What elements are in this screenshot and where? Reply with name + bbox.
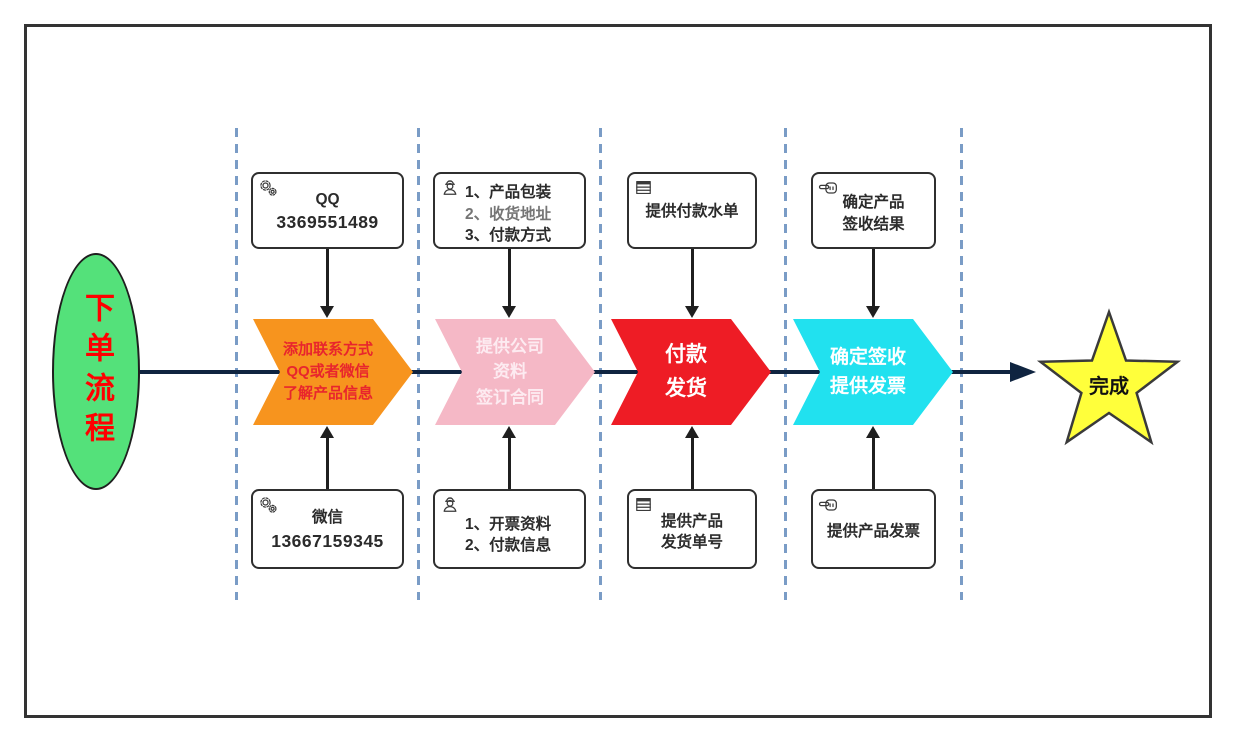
chevron-label-line: 发货 [665, 377, 707, 400]
arrowhead-up-icon [502, 426, 516, 438]
step1-top-box: QQ 3369551489 [251, 172, 404, 249]
connector-line [691, 438, 694, 489]
box-line: 提供产品发票 [826, 523, 920, 541]
chevron-label-line: 了解产品信息 [282, 384, 373, 402]
arrowhead-down-icon [502, 306, 516, 318]
lane-divider [599, 128, 602, 600]
step2-bottom-box: 1、开票资料 2、付款信息 [433, 489, 586, 569]
connector-line [326, 249, 329, 307]
arrowhead-down-icon [320, 306, 334, 318]
chevron-label-line: QQ或者微信 [286, 363, 370, 381]
worker-icon [440, 495, 460, 520]
lane-divider [960, 128, 963, 600]
arrowhead-up-icon [685, 426, 699, 438]
gears-icon [258, 495, 278, 520]
box-line: QQ [315, 190, 340, 208]
box-line: 微信 [311, 509, 343, 527]
chevron-label-line: 添加联系方式 [282, 341, 373, 359]
chevron-label-line: 确定签收 [829, 346, 906, 368]
flow-arrowhead-icon [1010, 362, 1036, 382]
start-label: 下单流程 [80, 291, 113, 452]
lane-divider [235, 128, 238, 600]
lane-divider [417, 128, 420, 600]
box-line: 3369551489 [276, 212, 379, 233]
connector-line [326, 438, 329, 489]
chevron-label-line: 付款 [665, 343, 707, 367]
box-line: 发货单号 [660, 534, 723, 551]
table-icon [634, 178, 653, 202]
connector-line [508, 249, 511, 307]
connector-line [872, 249, 875, 307]
arrowhead-down-icon [685, 306, 699, 318]
chevron-step4: 确定签收 提供发票 [793, 319, 953, 425]
star-shape [1036, 308, 1182, 446]
end-star [1033, 306, 1185, 458]
step1-bottom-box: 微信 13667159345 [251, 489, 404, 569]
lane-divider [784, 128, 787, 600]
arrowhead-up-icon [320, 426, 334, 438]
pointing-hand-icon [818, 178, 838, 203]
connector-line [508, 438, 511, 489]
box-line: 2、付款信息 [465, 537, 552, 554]
step4-bottom-box: 提供产品发票 [811, 489, 936, 569]
table-icon [634, 495, 653, 519]
arrowhead-up-icon [866, 426, 880, 438]
step3-top-box: 提供付款水单 [627, 172, 757, 249]
worker-icon [440, 178, 460, 203]
chevron-label-line: 资料 [493, 362, 527, 382]
arrowhead-down-icon [866, 306, 880, 318]
chevron-label-line: 签订合同 [476, 387, 544, 407]
step4-top-box: 确定产品 签收结果 [811, 172, 936, 249]
connector-line [691, 249, 694, 307]
box-line: 1、开票资料 [465, 515, 552, 533]
box-line: 签收结果 [842, 215, 905, 233]
box-line: 提供付款水单 [645, 202, 739, 220]
connector-line [872, 438, 875, 489]
end-label: 完成 [1089, 376, 1129, 398]
chevron-label-line: 提供公司 [476, 336, 544, 356]
gears-icon [258, 178, 278, 203]
pointing-hand-icon [818, 495, 838, 520]
box-line: 提供产品 [660, 512, 723, 530]
box-line: 1、产品包装 [465, 184, 552, 202]
start-ellipse: 下单流程 [52, 253, 140, 490]
step2-top-box: 1、产品包装 2、收货地址 3、付款方式 [433, 172, 586, 249]
chevron-label-line: 提供发票 [829, 376, 906, 397]
box-line: 3、付款方式 [465, 227, 552, 245]
box-line: 确定产品 [842, 194, 905, 212]
box-line: 13667159345 [271, 530, 384, 551]
step3-bottom-box: 提供产品 发货单号 [627, 489, 757, 569]
box-line: 2、收货地址 [465, 205, 552, 223]
